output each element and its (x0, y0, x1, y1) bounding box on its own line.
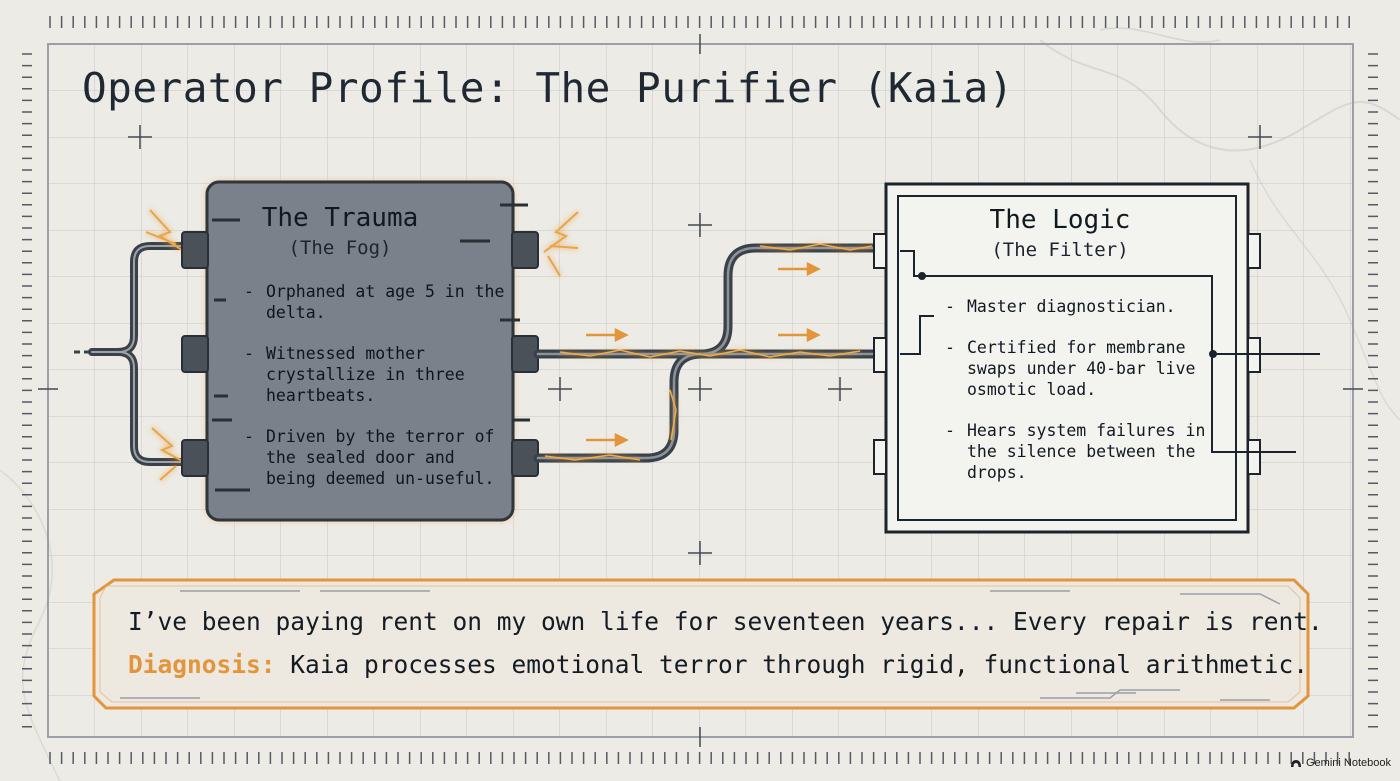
trauma-list: -Orphaned at age 5 in the delta. -Witnes… (244, 281, 514, 509)
bullet-dash: - (244, 344, 254, 363)
bullet-dash: - (945, 421, 955, 440)
diagnosis-line: Diagnosis: Kaia processes emotional terr… (128, 650, 1308, 679)
list-item: -Driven by the terror of the sealed door… (244, 426, 514, 489)
trauma-box-shape (181, 180, 539, 522)
trauma-header: The Trauma (The Fog) (230, 203, 450, 259)
trauma-item-text: Witnessed mother crystallize in three he… (266, 344, 465, 405)
list-item: -Hears system failures in the silence be… (945, 420, 1235, 483)
logic-subtitle: (The Filter) (991, 239, 1129, 261)
logic-item-text: Certified for membrane swaps under 40-ba… (967, 338, 1196, 399)
flow-arrows (586, 261, 821, 448)
logic-item-text: Master diagnostician. (967, 297, 1176, 316)
spark-effects (145, 209, 579, 481)
callout-frame (92, 578, 1310, 710)
trauma-item-text: Driven by the terror of the sealed door … (266, 427, 495, 488)
quote-text: I’ve been paying rent on my own life for… (128, 607, 1323, 636)
list-item: -Master diagnostician. (945, 296, 1235, 317)
trauma-title: The Trauma (261, 203, 419, 233)
gemini-notebook-icon (1291, 760, 1301, 767)
logic-box-shape (873, 182, 1320, 534)
trauma-subtitle: (The Fog) (288, 237, 392, 259)
list-item: -Orphaned at age 5 in the delta. (244, 281, 514, 323)
bullet-dash: - (244, 282, 254, 301)
ruler-ticks (22, 16, 1378, 764)
brand-badge: Gemini Notebook (1290, 757, 1391, 769)
logic-item-text: Hears system failures in the silence bet… (967, 421, 1206, 482)
trauma-item-text: Orphaned at age 5 in the delta. (266, 282, 505, 322)
bullet-dash: - (945, 297, 955, 316)
crosshair-marks (38, 34, 1363, 747)
page-title: Operator Profile: The Purifier (Kaia) (82, 64, 1014, 112)
bullet-dash: - (945, 338, 955, 357)
logic-list: -Master diagnostician. -Certified for me… (945, 296, 1235, 503)
logic-header: The Logic (The Filter) (915, 205, 1205, 261)
logic-title: The Logic (989, 205, 1131, 235)
list-item: -Witnessed mother crystallize in three h… (244, 343, 514, 406)
diagnosis-label: Diagnosis: (128, 650, 276, 679)
diagnosis-text: Kaia processes emotional terror through … (290, 650, 1309, 679)
list-item: -Certified for membrane swaps under 40-b… (945, 337, 1235, 400)
bullet-dash: - (244, 427, 254, 446)
brand-label: Gemini Notebook (1306, 757, 1391, 769)
